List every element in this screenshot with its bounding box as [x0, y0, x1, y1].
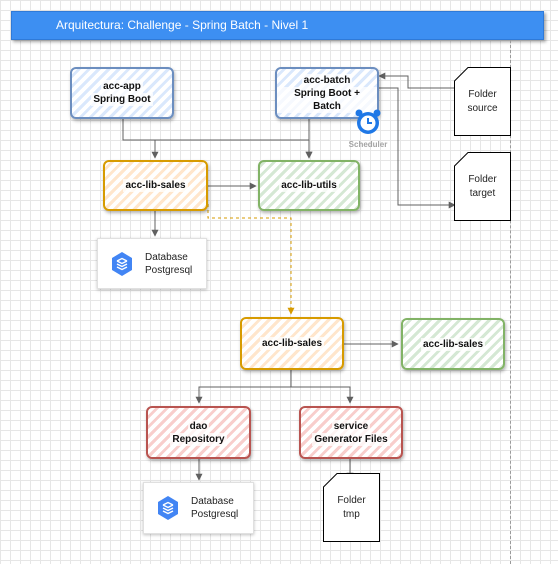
acc-app-node[interactable]: acc-app Spring Boot	[70, 67, 174, 119]
service-generator-node[interactable]: service Generator Files	[299, 406, 403, 459]
diagram-title-bar: Arquitectura: Challenge - Spring Batch -…	[11, 11, 544, 40]
database-icon	[158, 496, 178, 520]
database-icon	[112, 251, 132, 276]
acc-app-name: acc-app	[101, 80, 143, 93]
edge-batch-to-target	[379, 87, 456, 209]
folder-tmp-line2: tmp	[343, 508, 360, 520]
acc-lib-sales-top-label: acc-lib-sales	[123, 179, 188, 192]
acc-batch-node[interactable]: acc-batch Spring Boot + Batch	[275, 67, 379, 119]
acc-lib-sales-right-label: acc-lib-sales	[420, 337, 486, 351]
acc-lib-utils-node[interactable]: acc-lib-utils	[258, 160, 360, 211]
edge-sales-to-mid-dashed	[207, 204, 295, 315]
acc-lib-utils-label: acc-lib-utils	[279, 179, 339, 192]
dashed-divider	[510, 40, 511, 564]
folder-source[interactable]: Folder source	[454, 67, 511, 136]
scheduler: Scheduler	[346, 108, 390, 149]
dao-repository-node[interactable]: dao Repository	[146, 406, 251, 459]
folder-source-line1: Folder	[468, 88, 497, 100]
service-type: Generator Files	[312, 432, 390, 446]
database-bottom-line2: Postgresql	[191, 509, 239, 520]
folder-source-line2: source	[467, 102, 498, 114]
service-name: service	[331, 419, 371, 433]
database-bottom-line1: Database	[191, 496, 234, 507]
folder-tmp[interactable]: Folder tmp	[323, 473, 380, 542]
diagram-title: Arquitectura: Challenge - Spring Batch -…	[56, 18, 309, 32]
acc-batch-tech: Spring Boot + Batch	[277, 86, 377, 113]
edge-mid-to-dao	[195, 370, 292, 404]
dao-name: dao	[187, 419, 210, 433]
folder-target[interactable]: Folder target	[454, 152, 511, 221]
folder-target-line1: Folder	[468, 173, 497, 185]
acc-lib-sales-mid-label: acc-lib-sales	[259, 337, 325, 350]
acc-lib-sales-top-node[interactable]: acc-lib-sales	[103, 160, 208, 211]
database-top-line2: Postgresql	[145, 264, 193, 276]
edge-app-to-sales	[122, 119, 159, 159]
scheduler-label: Scheduler	[348, 140, 388, 149]
edge-app-to-utils	[122, 119, 313, 159]
database-top[interactable]: Database Postgresql	[97, 238, 207, 289]
folder-target-line2: target	[469, 187, 496, 199]
acc-app-tech: Spring Boot	[91, 93, 153, 106]
acc-batch-name: acc-batch	[301, 73, 353, 87]
scheduler-icon	[355, 109, 381, 134]
edge-source-to-batch	[378, 72, 455, 89]
dao-type: Repository	[170, 432, 227, 446]
edge-mid-to-service	[290, 370, 354, 404]
database-bottom[interactable]: Database Postgresql	[143, 482, 254, 534]
database-top-line1: Database	[145, 251, 188, 263]
acc-lib-sales-mid-node[interactable]: acc-lib-sales	[240, 317, 344, 370]
acc-lib-sales-right-node[interactable]: acc-lib-sales	[401, 318, 505, 370]
folder-tmp-line1: Folder	[337, 494, 366, 506]
